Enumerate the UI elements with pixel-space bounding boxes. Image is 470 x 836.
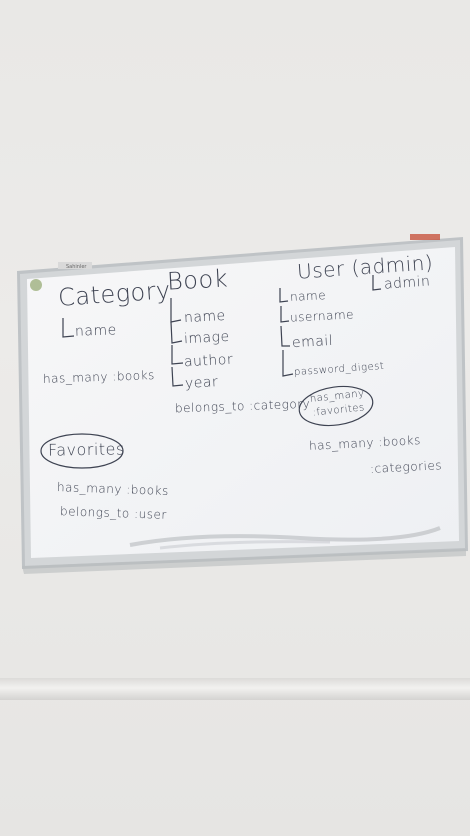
user-field-name: name bbox=[289, 288, 327, 304]
favorites-circle bbox=[40, 433, 124, 469]
user-field-username: username bbox=[289, 307, 355, 325]
category-field-name: name bbox=[74, 322, 117, 340]
book-field-author: author bbox=[183, 351, 234, 371]
has-many-favorites-circle bbox=[298, 385, 374, 427]
whiteboard-surface bbox=[27, 247, 459, 558]
user-relation-books: has_many :books bbox=[308, 433, 422, 453]
favorites-title: Favorites bbox=[47, 439, 125, 460]
user-relation-favorites: has_many :favorites bbox=[309, 388, 366, 419]
user-field-email: email bbox=[291, 332, 334, 352]
category-relation: has_many :books bbox=[42, 368, 156, 386]
heading-admin: admin bbox=[383, 273, 431, 293]
brand-logo bbox=[30, 279, 42, 291]
wall-rail bbox=[0, 678, 470, 700]
user-field-password-digest: password_digest bbox=[293, 360, 385, 379]
favorites-relation-books: has_many :books bbox=[56, 480, 170, 498]
brand-label: Sahinler bbox=[66, 264, 87, 270]
user-relation-categories: :categories bbox=[369, 458, 443, 476]
book-field-name: name bbox=[183, 307, 227, 327]
book-field-image: image bbox=[183, 328, 231, 348]
book-field-year: year bbox=[184, 374, 219, 392]
book-relation: belongs_to :category bbox=[174, 396, 311, 416]
heading-book: Book bbox=[166, 264, 229, 296]
favorites-relation-user: belongs_to :user bbox=[59, 504, 168, 522]
heading-category: Category bbox=[57, 276, 172, 312]
